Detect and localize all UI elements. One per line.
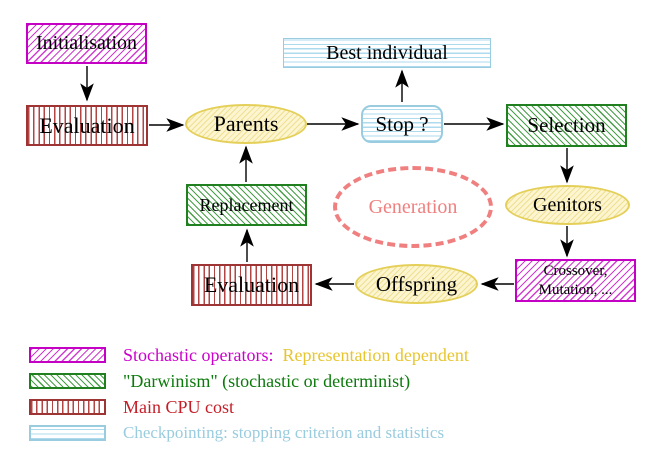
legend-label: Stochastic operators: Representation depe… [123,345,469,366]
crossover-line2: Mutation, ... [538,281,613,298]
node-stop: Stop ? [361,105,443,143]
node-crossover-mutation: Crossover, Mutation, ... [515,259,636,302]
legend-row-darwinism: "Darwinism" (stochastic or determinist) [29,370,411,391]
legend-text-stochastic: Stochastic operators: [123,344,274,365]
node-replacement: Replacement [186,184,307,226]
crossover-line1: Crossover, [543,262,608,279]
legend-text-checkpointing: Checkpointing: stopping criterion and st… [123,423,445,442]
node-parents: Parents [185,104,307,144]
legend-swatch-magenta-hatch [29,347,106,363]
legend-swatch-cyan-stripes [29,425,106,441]
legend-text-darwinism: "Darwinism" (stochastic or determinist) [123,370,411,391]
legend-row-stochastic: Stochastic operators: Representation depe… [29,345,469,366]
legend-text-representation: Representation dependent [282,344,469,365]
node-evaluation-top: Evaluation [26,105,148,146]
legend-row-cpu-cost: Main CPU cost [29,396,235,417]
legend-row-checkpointing: Checkpointing: stopping criterion and st… [29,423,445,442]
legend-swatch-green-hatch [29,373,106,389]
node-best-individual: Best individual [283,38,491,68]
legend-text-cpu-cost: Main CPU cost [123,396,235,417]
node-generation: Generation [333,166,493,248]
node-initialisation: Initialisation [26,23,147,64]
node-evaluation-bottom: Evaluation [191,264,312,306]
node-offspring: Offspring [355,264,478,304]
node-genitors: Genitors [505,185,630,225]
node-selection: Selection [506,104,627,147]
legend-swatch-red-stripes [29,399,106,415]
